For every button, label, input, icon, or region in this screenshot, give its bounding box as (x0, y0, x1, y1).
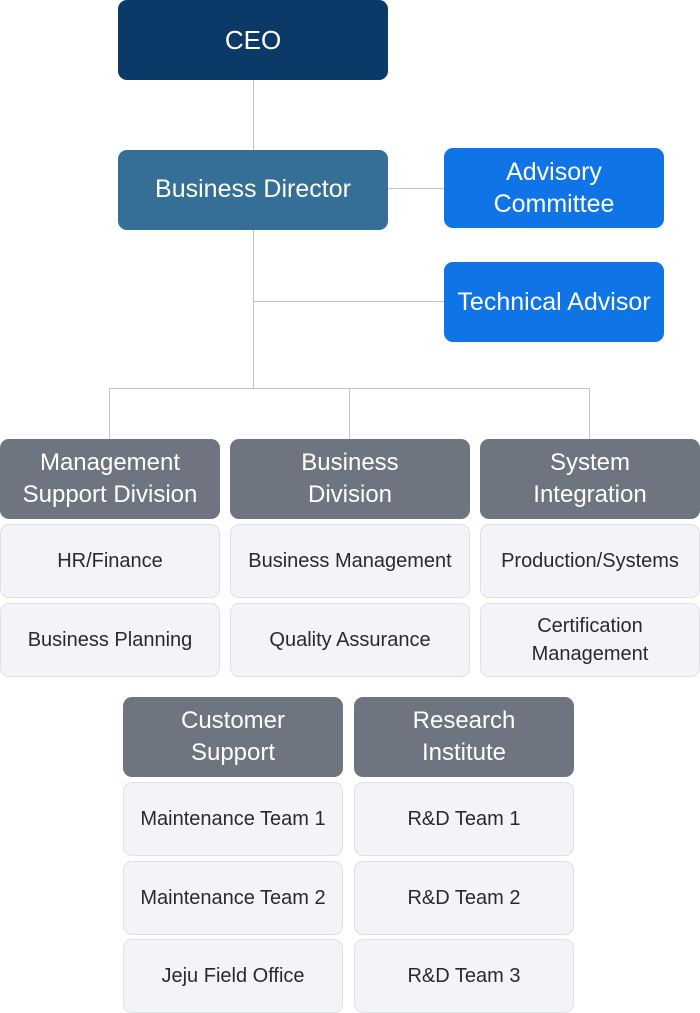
node-label: Business Director (155, 175, 351, 204)
connector-division-2 (349, 388, 350, 439)
division-system-integration: System Integration (480, 439, 700, 519)
team-hr-finance: HR/Finance (0, 524, 220, 598)
team-rd-1: R&D Team 1 (354, 782, 574, 856)
team-label: Quality Assurance (269, 629, 431, 651)
team-label: Business Planning (27, 629, 193, 651)
team-rd-3: R&D Team 3 (354, 939, 574, 1013)
team-label-line2: Management (531, 643, 649, 665)
team-jeju-field-office: Jeju Field Office (123, 939, 343, 1013)
team-label: R&D Team 3 (407, 965, 521, 987)
team-production-systems: Production/Systems (480, 524, 700, 598)
node-label: Technical Advisor (457, 287, 651, 316)
node-ceo: CEO (118, 0, 388, 80)
connector-division-1 (109, 388, 110, 439)
division-label-line1: System (549, 448, 630, 476)
team-quality-assurance: Quality Assurance (230, 603, 470, 677)
team-label: Production/Systems (501, 550, 679, 572)
division-customer-support: Customer Support (123, 697, 343, 777)
connector-director-advisory (388, 188, 444, 189)
division-label-line2: Integration (533, 481, 647, 508)
division-label-line1: Customer (180, 706, 286, 734)
connector-director-down (253, 230, 254, 388)
division-label-line2: Support (190, 739, 276, 766)
team-label: Maintenance Team 1 (140, 808, 326, 830)
division-label-line2: Support Division (22, 481, 198, 508)
division-label-line1: Management (39, 448, 181, 476)
node-business-director: Business Director (118, 150, 388, 230)
team-business-management: Business Management (230, 524, 470, 598)
division-label-line2: Institute (421, 739, 507, 766)
division-management-support: Management Support Division (0, 439, 220, 519)
node-advisory-committee: Advisory Committee (444, 148, 664, 228)
node-label-line1: Advisory (506, 157, 602, 186)
node-label: CEO (224, 24, 282, 55)
connector-division-3 (589, 388, 590, 439)
division-business: Business Division (230, 439, 470, 519)
team-label: Business Management (248, 550, 452, 572)
node-label-line2: Committee (493, 190, 615, 218)
team-label: Jeju Field Office (161, 965, 305, 987)
team-business-planning: Business Planning (0, 603, 220, 677)
team-certification-management: Certification Management (480, 603, 700, 677)
division-label-line1: Business (301, 448, 399, 476)
team-label: Maintenance Team 2 (140, 887, 326, 909)
team-maintenance-2: Maintenance Team 2 (123, 861, 343, 935)
division-research-institute: Research Institute (354, 697, 574, 777)
division-label-line1: Research (412, 706, 516, 734)
node-technical-advisor: Technical Advisor (444, 262, 664, 342)
team-maintenance-1: Maintenance Team 1 (123, 782, 343, 856)
team-rd-2: R&D Team 2 (354, 861, 574, 935)
division-label-line2: Division (307, 481, 393, 508)
team-label: R&D Team 1 (407, 808, 521, 830)
team-label: R&D Team 2 (407, 887, 521, 909)
team-label-line1: Certification (537, 615, 643, 637)
connector-ceo-director (253, 80, 254, 150)
team-label: HR/Finance (57, 550, 163, 572)
connector-technical-advisor (253, 301, 444, 302)
